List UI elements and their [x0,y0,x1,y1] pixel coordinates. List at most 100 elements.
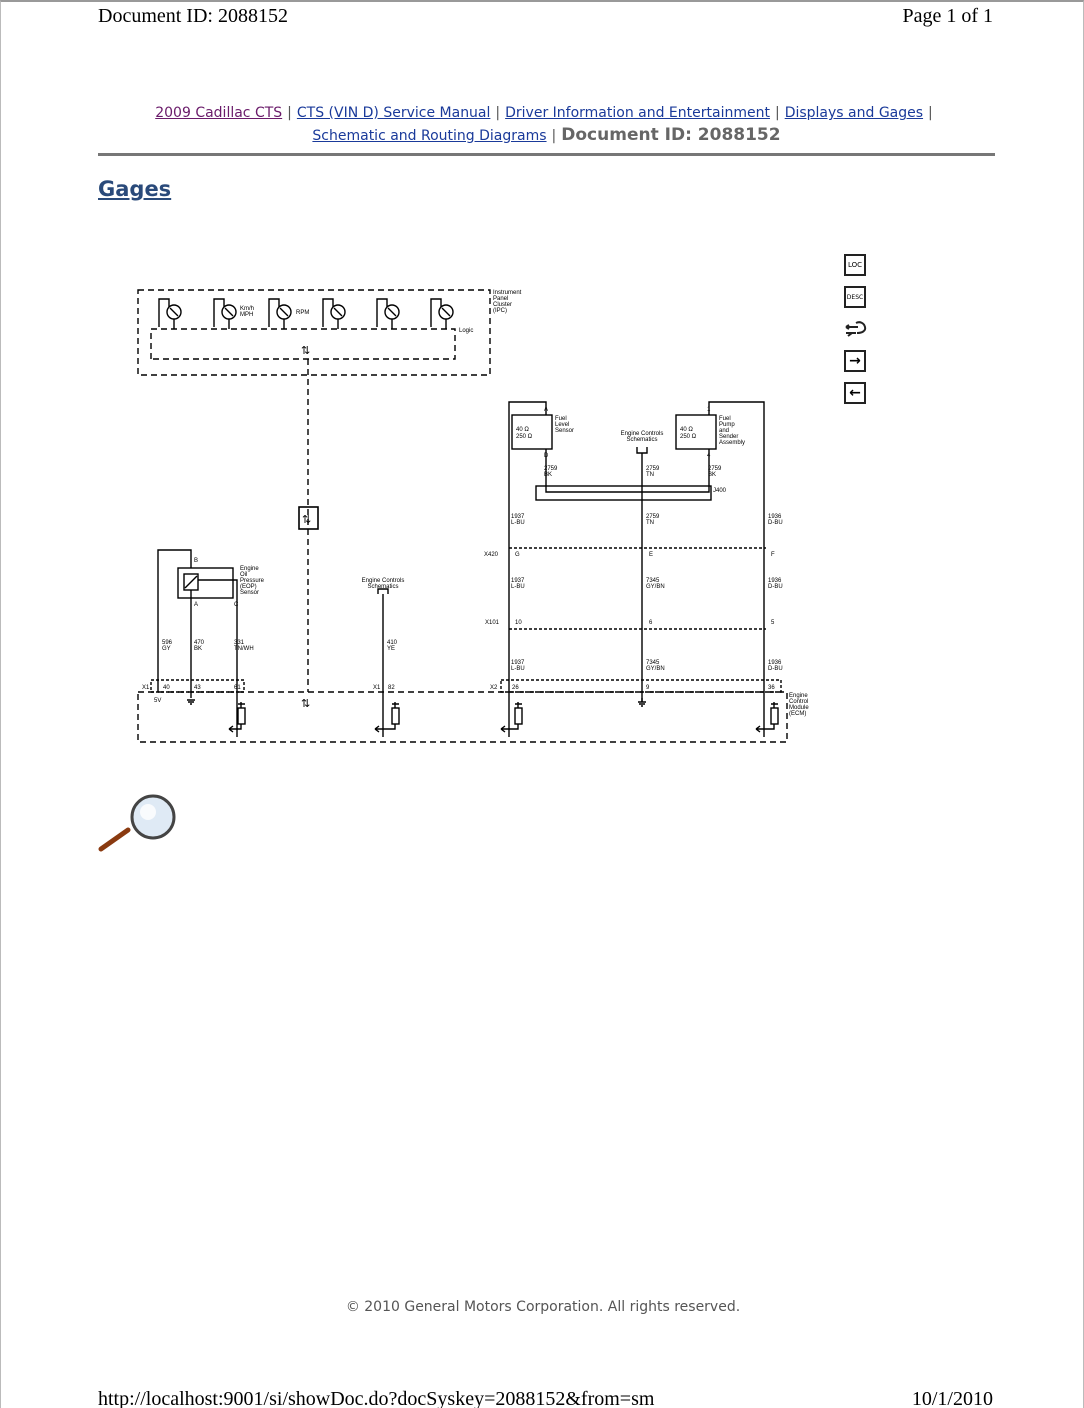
breadcrumb-link[interactable]: Driver Information and Entertainment [505,105,770,121]
resistance-label: 40 Ω [680,427,693,433]
fuel-pump-label: Assembly [719,440,745,446]
pin-label: 6 [649,620,653,626]
arrow-left-icon[interactable]: ← [844,382,866,404]
breadcrumb-separator: | [774,105,780,121]
ecm-label: Module [789,705,809,711]
fuel-pump-label: and [719,428,729,434]
loc-icon[interactable]: LOC [844,254,866,276]
arrow-right-icon[interactable]: → [844,350,866,372]
engine-controls-ref[interactable]: Schematics [367,584,398,590]
eop-label: Sensor [240,590,259,596]
fuel-pump-label: Sender [719,434,738,440]
wire-label: 7345 [646,578,660,584]
wire-1937 [508,401,547,737]
pin-label: 36 [768,685,775,691]
engine-controls-ref[interactable]: Engine Controls [362,578,405,584]
divider [98,153,995,156]
ecm-boundary [137,691,788,743]
fuel-pump-label: Pump [719,422,735,428]
wire-label: BK [544,472,552,478]
voltage-label: 5V [154,698,161,704]
engine-controls-ref[interactable]: Schematics [626,437,657,443]
connector-label: X1 [373,685,381,691]
ecm-label: (ECM) [789,711,806,717]
wire-label: 470 [194,640,205,646]
pin-label: 82 [388,685,395,691]
gauge-4 [376,298,400,329]
breadcrumb-separator: | [287,105,292,121]
pin-label: 5 [771,620,775,626]
desc-icon[interactable]: DESC [844,286,866,308]
wire-label: D-BU [768,666,783,672]
ecm-driver [500,702,523,733]
breadcrumb-link[interactable]: 2009 Cadillac CTS [155,105,283,121]
breadcrumb-link[interactable]: Schematic and Routing Diagrams [312,128,547,144]
wire-label: BK [708,472,716,478]
wire-label: 410 [387,640,398,646]
eop-label: Engine [240,566,259,572]
resistance-label: 250 Ω [516,434,533,440]
wire-label: BK [194,646,202,652]
breadcrumb-link[interactable]: CTS (VIN D) Service Manual [296,105,491,121]
fuel-level-label: Level [555,422,569,428]
eop-sensor [177,567,234,599]
pin-label: 10 [515,620,522,626]
wire-label: 1937 [511,660,525,666]
wire-label: YE [387,646,395,652]
wire-label: 1936 [768,578,782,584]
splice-label: J400 [713,488,727,494]
desc-label: DESC [846,293,864,301]
pin-label: C [234,602,239,608]
eop-label: Oil [240,572,247,578]
resistance-label: 40 Ω [516,427,529,433]
wire-label: TN [646,472,654,478]
gauge-3 [322,298,346,329]
connector-label: X101 [485,620,500,626]
page-title: Gages [98,177,172,201]
fuel-pump-assembly [675,414,717,450]
ipc-label: Cluster [493,302,512,308]
wire-label: 596 [162,640,173,646]
pin-label: B [194,558,198,564]
gauge-2 [268,298,292,329]
copyright: © 2010 General Motors Corporation. All r… [345,1299,741,1315]
pin-label: D [544,453,549,459]
footer-url: http://localhost:9001/si/showDoc.do?docS… [98,1388,655,1408]
wire-label: TN/WH [234,646,254,652]
wire-label: L-BU [511,520,525,526]
breadcrumb-link[interactable]: Displays and Gages [784,105,924,121]
pin-label: 61 [234,685,241,691]
pin-label: 1 [707,407,711,413]
wire-label: L-BU [511,584,525,590]
pin-label: 26 [512,685,519,691]
pin-label: E [649,552,653,558]
breadcrumb-separator: | [928,105,933,121]
pin-label: G [515,552,520,558]
arrow-left-glyph: ← [849,385,861,401]
header-doc-id: Document ID: 2088152 [98,5,288,27]
breadcrumb-separator: | [495,105,501,121]
splice-j400 [535,485,712,501]
engine-controls-ref[interactable]: Engine Controls [621,431,664,437]
ecm-driver [228,702,246,733]
speedometer-label: MPH [240,312,253,318]
pin-label: A [544,407,548,413]
ipc-label: Panel [493,296,508,302]
eop-label: (EOP) [240,584,257,590]
pin-label: F [771,552,775,558]
wire-label: D-BU [768,584,783,590]
wire-label: L-BU [511,666,525,672]
wire-label: GY/BN [646,666,665,672]
pin-label: 9 [646,685,650,691]
breadcrumb: 2009 Cadillac CTS|CTS (VIN D) Service Ma… [98,102,995,147]
ipc-label: (IPC) [493,308,507,314]
pin-label: 4 [707,453,711,459]
connector-label: X420 [484,552,499,558]
connector-label: X2 [490,685,498,691]
wire-label: 1936 [768,660,782,666]
wire-label: 7345 [646,660,660,666]
hand-tool-icon[interactable] [844,318,868,340]
magnifier-icon[interactable] [98,792,180,859]
logic-label: Logic [459,328,473,334]
serial-data-icon [298,506,319,530]
